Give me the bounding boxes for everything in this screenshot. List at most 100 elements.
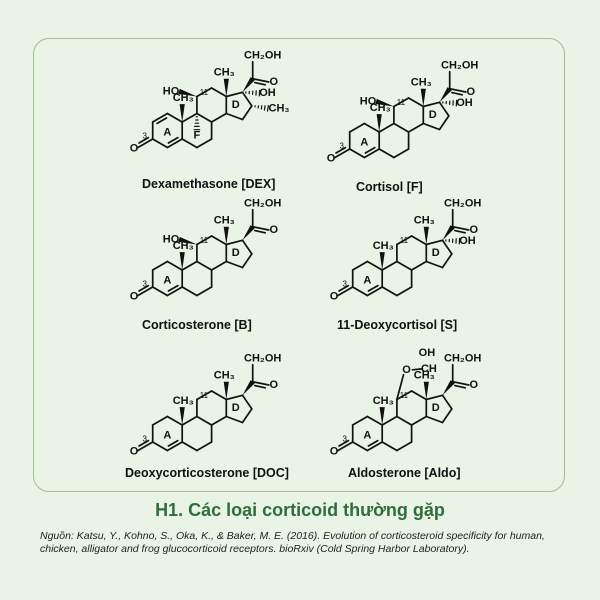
carbon-number-11: 11 [200,236,209,245]
c11-hydroxyl-label: HO [360,95,377,107]
c3-c4-bond [348,148,366,159]
c3-ketone-bond-inner [138,136,150,144]
c17-c13-bond [425,394,444,401]
c6-c7-bond [396,286,413,297]
c17-side-chain-wedge [242,380,255,396]
c4-c5-double-bond-inner [167,439,179,447]
c20-oxygen-label: O [270,224,279,236]
c3-ketone-bond [137,138,154,149]
c3-ketone-bond [334,148,351,159]
c19-methyl-wedge [179,104,185,122]
c11-c12-bond [196,87,213,98]
c14-c15-bond [422,122,441,131]
c17-hydroxyl-hash [442,99,458,107]
c10-c1-bond [166,260,184,271]
c17-c13-bond [225,239,244,246]
c17-c13-bond [422,101,441,108]
c3-c4-bond [351,441,369,452]
carbon-number-11: 11 [397,98,406,107]
c3-ketone-bond-inner [138,284,150,292]
c19-methyl-label: CH₃ [373,395,394,407]
c11-hydroxyl-label: HO [163,85,180,97]
carbon-number-3: 3 [142,280,147,289]
c18-methyl-label: CH₃ [214,370,235,382]
c17-hydroxyl-label: OH [456,97,473,109]
c1-c2-bond [351,260,369,271]
c21-ch2oh-label: CH₂OH [244,50,281,62]
c3-oxygen-label: O [327,153,336,165]
c15-c16-bond [241,253,253,269]
ring-a-label: A [163,275,171,287]
c8-c9-bond [196,260,213,271]
molecule-name-corticosterone: Corticosterone [B] [142,318,252,332]
carbon-number-3: 3 [142,435,147,444]
c14-c15-bond [425,415,444,424]
c9-c10-bond [181,260,198,271]
c16-methyl-label: CH₃ [269,102,290,114]
c12-c13-bond [210,390,228,401]
c14-c8-bond [407,122,425,133]
c16-c17-bond [241,91,253,107]
c9-c10-bond [181,415,198,426]
c1-c2-bond [151,260,169,271]
c17-hydroxyl-hash [245,89,261,97]
c4-c5-double-bond [166,138,184,149]
c20-oxygen-label: O [270,379,279,391]
carbon-number-3: 3 [339,142,344,151]
c18-methyl-wedge [423,226,429,245]
c14-c8-bond [410,260,428,271]
c20-ketone-bond [451,225,470,231]
c21-ch2oh-label: CH₂OH [444,353,481,365]
figure-caption: H1. Các loại corticoid thường gặp [155,500,445,520]
c1-c2-bond [351,415,369,426]
c11-hydroxyl-wedge [375,98,394,107]
c8-c9-bond [196,112,213,123]
c10-c1-bond [366,415,384,426]
c10-c1-bond [363,122,381,133]
c21-ch2oh-label: CH₂OH [441,60,478,72]
c12-c13-bond [210,87,228,98]
c16-c17-bond [441,394,453,410]
c6-c7-bond [396,441,413,452]
c3-ketone-bond-inner [138,439,150,447]
c10-c1-bond [166,415,184,426]
aldo-ring-oxygen-label: O [402,364,411,376]
c12-c13-bond [210,235,228,246]
molecule-name-cortisol: Cortisol [F] [356,180,423,194]
carbon-number-3: 3 [142,132,147,141]
molecule-name-11-deoxycortisol: 11-Deoxycortisol [S] [337,318,458,332]
c21-ch2oh-label: CH₂OH [244,353,281,365]
c15-c16-bond [438,115,450,131]
c20-ketone-bond-inner [254,384,267,389]
c4-c5-double-bond-inner [367,439,379,447]
c14-c15-bond [225,260,244,269]
ring-d-label: D [232,402,240,414]
c16-c17-bond [241,394,253,410]
c18-methyl-wedge [223,78,229,97]
c10-c1-bond [366,260,384,271]
c14-c8-bond [210,415,228,426]
c4-c5-double-bond-inner [367,284,379,292]
c19-methyl-wedge [376,114,382,132]
c1-c2-double-bond-inner [156,117,168,125]
c18-methyl-label: CH₃ [411,77,432,89]
c11-c12-bond [393,97,410,108]
c17-hydroxyl-label: OH [459,235,476,247]
c9-fluorine-hash [193,116,201,131]
c19-methyl-wedge [179,407,185,425]
c19-methyl-wedge [379,252,385,270]
c21-ch2oh-label: CH₂OH [244,198,281,210]
c5-c6-bond [181,441,198,452]
c6-c7-bond [196,441,213,452]
c3-oxygen-label: O [130,291,139,303]
figure-panel [33,38,565,492]
c19-methyl-wedge [179,252,185,270]
c16-c17-bond [241,239,253,255]
carbon-number-11: 11 [400,391,409,400]
c20-ketone-bond [448,87,467,93]
c16-methyl-hash [254,104,269,112]
c17-c13-bond [225,91,244,98]
ring-d-label: D [429,109,437,121]
